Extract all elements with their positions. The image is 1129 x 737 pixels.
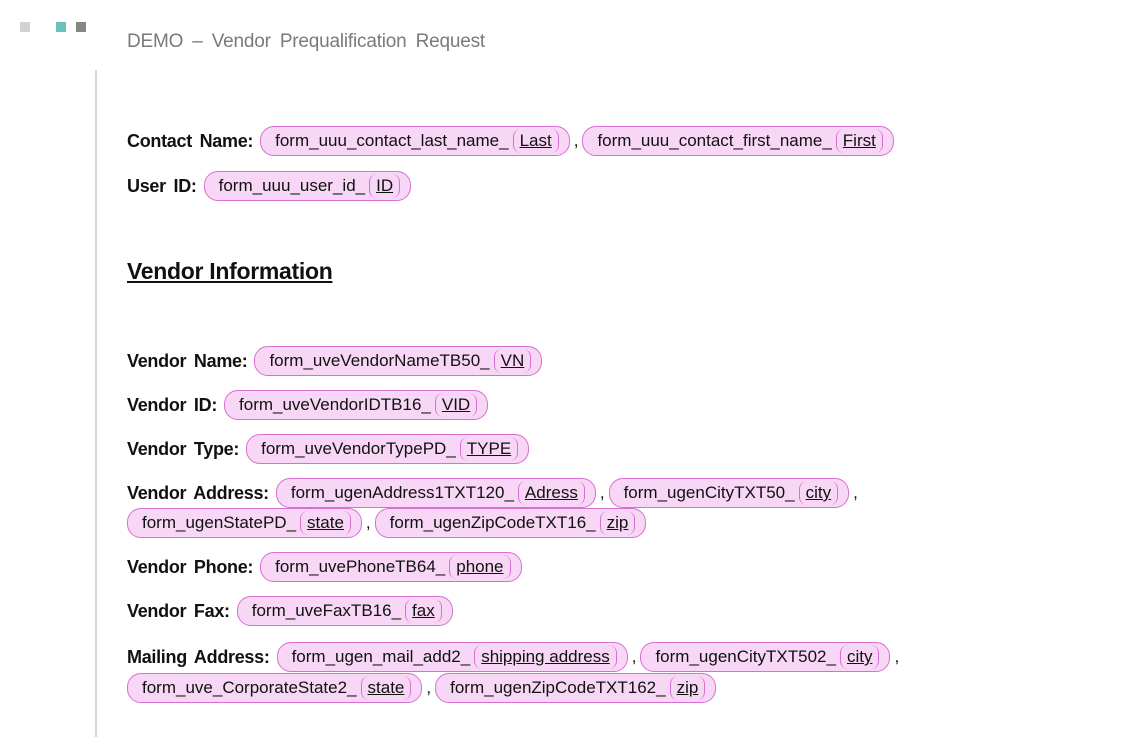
- field-code: form_ugenZipCodeTXT16_: [389, 513, 596, 532]
- vendor-address-label: Vendor Address:: [127, 482, 269, 503]
- vendor-fax-row: Vendor Fax: form_uveFaxTB16_ fax: [127, 596, 453, 626]
- field-code: form_uuu_contact_last_name_: [275, 131, 509, 150]
- title-bar: DEMO – Vendor Prequalification Request: [0, 0, 1129, 70]
- mailing-address-row-2: form_uve_CorporateState2_ state , form_u…: [127, 673, 717, 703]
- document-title: DEMO – Vendor Prequalification Request: [127, 31, 485, 52]
- field-code: form_uve_CorporateState2_: [142, 678, 357, 697]
- vendor-phone-row: Vendor Phone: form_uvePhoneTB64_ phone: [127, 552, 522, 582]
- placeholder: fax: [405, 599, 442, 623]
- mailing-zip-field[interactable]: form_ugenZipCodeTXT162_ zip: [435, 673, 717, 703]
- placeholder: ID: [369, 174, 401, 198]
- contact-last-name-field[interactable]: form_uuu_contact_last_name_ Last: [260, 126, 570, 156]
- contact-name-row: Contact Name: form_uuu_contact_last_name…: [127, 126, 894, 156]
- placeholder: city: [798, 481, 839, 505]
- vendor-name-field[interactable]: form_uveVendorNameTB50_ VN: [254, 346, 543, 376]
- vendor-name-row: Vendor Name: form_uveVendorNameTB50_ VN: [127, 346, 543, 376]
- separator: ,: [573, 131, 579, 150]
- separator: ,: [894, 647, 900, 666]
- vendor-phone-label: Vendor Phone:: [127, 556, 254, 577]
- vendor-fax-field[interactable]: form_uveFaxTB16_ fax: [236, 596, 453, 626]
- mailing-state-field[interactable]: form_uve_CorporateState2_ state: [127, 673, 423, 703]
- contact-first-name-field[interactable]: form_uuu_contact_first_name_ First: [582, 126, 894, 156]
- vendor-type-label: Vendor Type:: [127, 438, 240, 459]
- vendor-fax-label: Vendor Fax:: [127, 600, 230, 621]
- field-code: form_uuu_user_id_: [218, 176, 366, 195]
- vendor-address-field[interactable]: form_ugenAddress1TXT120_ Adress: [275, 478, 596, 508]
- vendor-name-label: Vendor Name:: [127, 350, 248, 371]
- vendor-id-label: Vendor ID:: [127, 394, 218, 415]
- field-code: form_ugenAddress1TXT120_: [290, 483, 514, 502]
- vendor-city-field[interactable]: form_ugenCityTXT50_ city: [608, 478, 850, 508]
- field-code: form_uuu_contact_first_name_: [597, 131, 832, 150]
- placeholder: zip: [599, 511, 636, 535]
- placeholder: city: [839, 645, 880, 669]
- user-id-label: User ID:: [127, 175, 197, 196]
- field-code: form_uveFaxTB16_: [251, 601, 402, 620]
- mailing-address-field[interactable]: form_ugen_mail_add2_ shipping address: [276, 642, 628, 672]
- separator: ,: [426, 678, 432, 697]
- vendor-state-field[interactable]: form_ugenStatePD_ state: [127, 508, 362, 538]
- placeholder: state: [300, 511, 351, 535]
- placeholder: TYPE: [459, 437, 519, 461]
- vendor-address-row: Vendor Address: form_ugenAddress1TXT120_…: [127, 478, 862, 508]
- field-code: form_uveVendorTypePD_: [261, 439, 456, 458]
- user-id-row: User ID: form_uuu_user_id_ ID: [127, 171, 412, 201]
- placeholder: VID: [434, 393, 478, 417]
- vendor-id-row: Vendor ID: form_uveVendorIDTB16_ VID: [127, 390, 489, 420]
- contact-name-label: Contact Name:: [127, 130, 254, 151]
- separator: ,: [853, 483, 858, 502]
- field-code: form_uveVendorIDTB16_: [239, 395, 431, 414]
- window-square-icon: [76, 22, 86, 32]
- field-code: form_ugenZipCodeTXT162_: [450, 678, 666, 697]
- mailing-city-field[interactable]: form_ugenCityTXT502_ city: [640, 642, 891, 672]
- field-code: form_uvePhoneTB64_: [275, 557, 446, 576]
- user-id-field[interactable]: form_uuu_user_id_ ID: [203, 171, 412, 201]
- section-heading: Vendor Information: [127, 258, 333, 284]
- field-code: form_ugen_mail_add2_: [291, 647, 471, 666]
- placeholder: phone: [449, 555, 511, 579]
- vendor-type-row: Vendor Type: form_uveVendorTypePD_ TYPE: [127, 434, 530, 464]
- page-margin-line: [95, 70, 97, 737]
- placeholder: First: [835, 129, 883, 153]
- placeholder: VN: [493, 349, 532, 373]
- vendor-phone-field[interactable]: form_uvePhoneTB64_ phone: [260, 552, 522, 582]
- vendor-type-field[interactable]: form_uveVendorTypePD_ TYPE: [246, 434, 530, 464]
- field-code: form_ugenCityTXT502_: [655, 647, 836, 666]
- placeholder: Adress: [517, 481, 585, 505]
- separator: ,: [631, 647, 637, 666]
- window-square-icon: [56, 22, 66, 32]
- placeholder: shipping address: [474, 645, 617, 669]
- placeholder: zip: [669, 676, 706, 700]
- vendor-id-field[interactable]: form_uveVendorIDTB16_ VID: [224, 390, 489, 420]
- separator: ,: [365, 513, 371, 532]
- placeholder: state: [360, 676, 412, 700]
- mailing-address-label: Mailing Address:: [127, 646, 270, 667]
- placeholder: Last: [512, 129, 559, 153]
- field-code: form_ugenCityTXT50_: [623, 483, 795, 502]
- mailing-address-row: Mailing Address: form_ugen_mail_add2_ sh…: [127, 642, 903, 672]
- separator: ,: [599, 483, 605, 502]
- window-square-icon: [20, 22, 30, 32]
- vendor-zip-field[interactable]: form_ugenZipCodeTXT16_ zip: [374, 508, 647, 538]
- vendor-address-row-2: form_ugenStatePD_ state , form_ugenZipCo…: [127, 508, 647, 538]
- field-code: form_uveVendorNameTB50_: [269, 351, 490, 370]
- field-code: form_ugenStatePD_: [142, 513, 297, 532]
